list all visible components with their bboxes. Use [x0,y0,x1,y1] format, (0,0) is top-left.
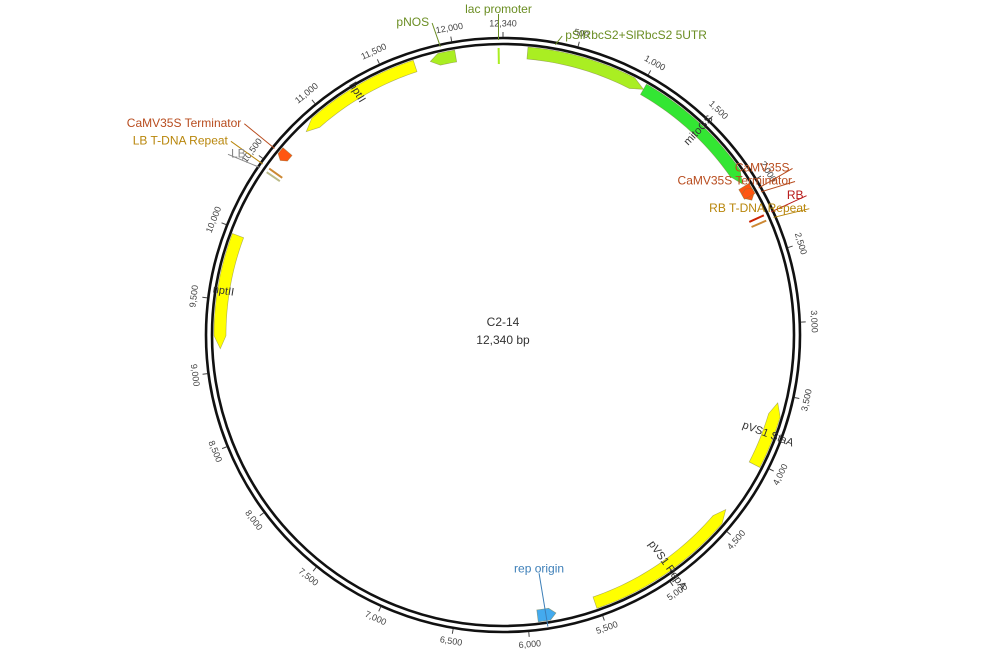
tick-mark [378,606,382,612]
marker-lb-t-dna-repeat [268,167,283,179]
tick-mark [669,581,674,587]
tick-label: 4,000 [771,462,790,487]
feature-labels: lac promoter pNOS pSlRbcS2+SlRbcS2 5UTR CaM… [127,2,810,627]
tick-label: 4,500 [725,528,747,552]
callout-line [227,153,261,169]
feature-camv35s-terminator [277,147,293,162]
callout-label-camv35s-terminator: CaMV35S Terminator [127,116,242,130]
plasmid-name: C2-14 [487,315,520,329]
tick-mark [787,245,793,249]
tick-mark [221,222,227,226]
tick-mark [258,155,264,159]
callout-line [770,195,807,213]
feature-mitogs [640,83,743,185]
tick-label: 6,000 [518,638,541,650]
tick-mark [202,373,208,375]
callout-label-camv35s-terminator: CaMV35S Terminator [678,174,793,188]
callout-label-lb-t-dna-repeat: LB T-DNA Repeat [133,133,229,147]
marker-lb [266,171,281,183]
tick-mark [708,115,713,121]
callout-line [773,208,810,218]
tick-mark [602,615,605,621]
feature-pslrbcs2-slrbcs2-5utr [526,46,645,90]
tick-mark [221,446,227,450]
tick-mark [259,512,265,517]
tick-label: 8,500 [206,439,224,464]
callout-label-lac-promoter: lac promoter [465,2,532,16]
tick-label: 12,000 [435,21,464,36]
tick-label: 3,000 [809,310,820,333]
callout-line [230,140,263,165]
callout-line [538,573,549,627]
callout-label-lb: LB [231,146,246,160]
tick-mark [769,468,774,472]
feature-camv35s [741,188,756,200]
tick-label: 11,000 [293,81,320,106]
callout-label-camv35s: CaMV35S [735,161,790,175]
tick-label: 5,500 [595,619,620,636]
tick-mark [450,36,453,42]
tick-mark [451,628,454,634]
backbone-inner-ring [210,42,796,628]
tick-mark [376,59,380,65]
tick-label: 7,000 [363,609,388,627]
callout-line [431,22,441,47]
tick-label: 11,500 [359,41,388,61]
callout-line [554,35,563,45]
plasmid-backbone [204,36,802,634]
feature-pvs1-repa [592,508,727,609]
feature-pvs1-staa [748,402,781,468]
backbone-outer-ring [204,36,802,634]
marker-rb-t-dna-repeat [751,219,767,228]
tick-mark [756,175,762,180]
tick-label: 7,500 [297,566,321,588]
tick-label: 3,500 [799,388,814,412]
tick-label: 10,000 [204,205,223,234]
tick-mark [794,397,800,400]
callout-label-pnos: pNOS [396,15,429,29]
callout-label-rep-origin: rep origin [514,561,564,575]
feature-nptii [213,233,245,350]
tick-label: 6,500 [439,634,463,648]
callout-line [243,123,275,149]
tick-label: 2,500 [793,231,809,255]
marker-rb [748,214,765,223]
callout-line [760,181,796,193]
tick-mark [726,531,732,536]
callout-label-rb: RB [787,188,804,202]
tick-mark [202,296,208,299]
tick-label: 9,000 [189,363,202,387]
tick-label: 9,500 [187,284,200,308]
tick-mark [577,41,580,47]
callout-label-rb-t-dna-repeat: RB T-DNA Repeat [709,201,807,215]
callout-line [758,168,793,189]
tick-mark [311,99,316,105]
plasmid-length: 12,340 bp [476,333,530,347]
tick-label: 8,000 [243,508,264,532]
tick-label: 500 [573,27,590,40]
tick-mark [647,70,652,76]
feature-pnos [429,49,458,66]
callout-label-pslrbcs2-slrbcs2-5utr: pSlRbcS2+SlRbcS2 5UTR [565,28,707,42]
tick-mark [312,566,317,572]
tick-label: 12,340 [489,18,517,28]
feature-hptii [305,59,418,133]
tick-label: 1,000 [643,53,668,73]
feature-label-nptii: nptII [212,284,235,299]
